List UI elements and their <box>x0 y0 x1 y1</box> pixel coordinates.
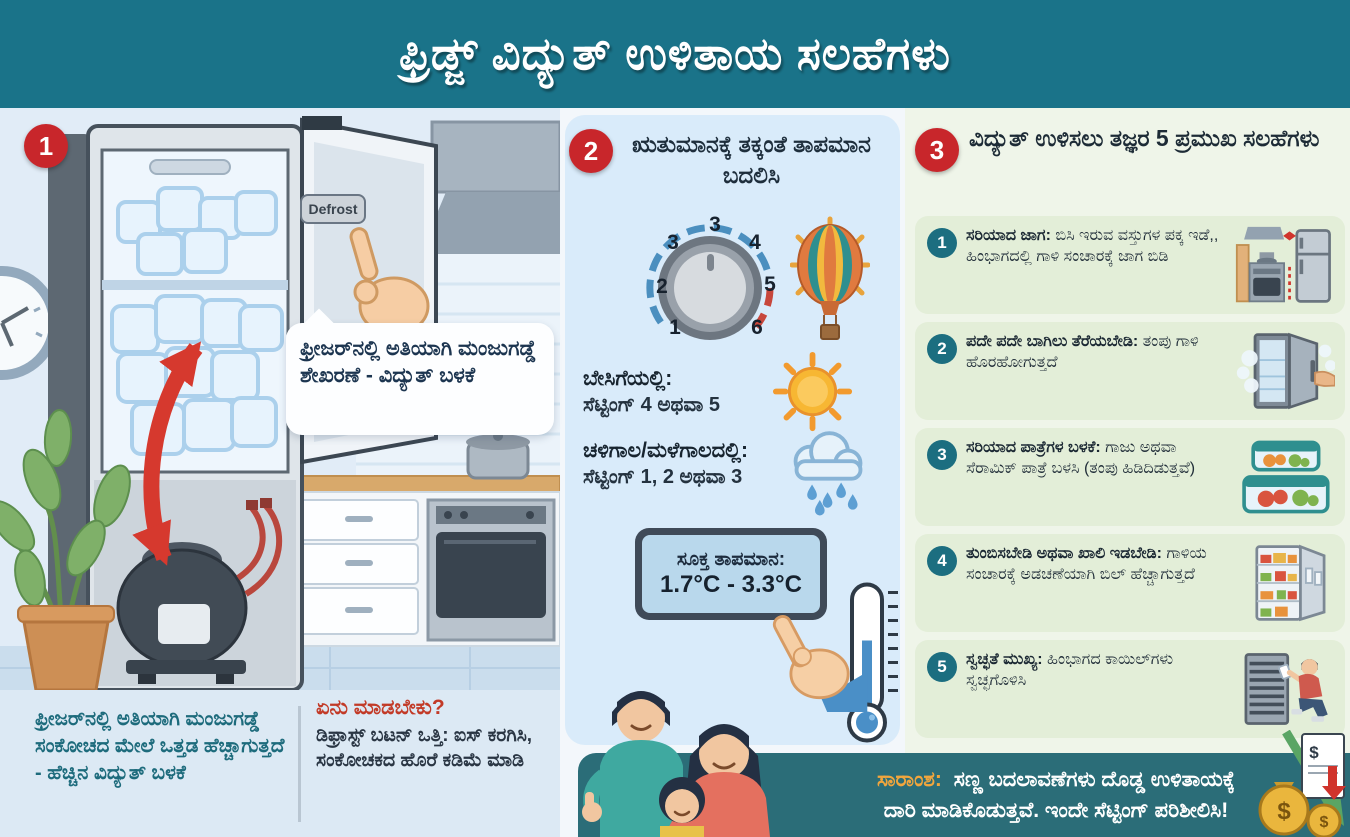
food-containers-icon <box>1242 440 1330 514</box>
ice-to-compressor-arrow-icon <box>132 341 203 566</box>
section-2-title: ಋತುಮಾನಕ್ಕೆ ತಕ್ಕಂತೆ ತಾಪಮಾನ ಬದಲಿಸಿ <box>632 131 871 189</box>
tip-clean-coils: 5 ಸ್ವಚ್ಛತೆ ಮುಖ್ಯ: ಹಿಂಭಾಗದ ಕಾಯಿಲ್‌ಗಳು ಸ್ವ… <box>915 640 1345 738</box>
sun-icon <box>772 351 853 432</box>
temperature-display: ಸೂಕ್ತ ತಾಪಮಾನ: 1.7°C - 3.3°C <box>635 528 827 620</box>
defrost-button: Defrost <box>300 194 366 224</box>
speech-bubble: ಫ್ರೀಜರ್‌ನಲ್ಲಿ ಅತಿಯಾಗಿ ಮಂಜುಗಡ್ಡೆ ಶೇಖರಣೆ -… <box>286 323 554 435</box>
action-note-text: ಡಿಫ್ರಾಸ್ಟ್ ಬಟನ್ ಒತ್ತಿ: ಐಸ್ ಕರಗಿಸಿ, ಸಂಕೋಚ… <box>316 725 533 771</box>
temperature-dial: 1 2 3 3 4 5 6 <box>565 210 900 375</box>
tip-text: ಸರಿಯಾದ ಜಾಗ: ಬಿಸಿ ಇರುವ ವಸ್ತುಗಳ ಪಕ್ಕ ಇಡೆ,,… <box>966 227 1219 265</box>
display-label: ಸೂಕ್ತ ತಾಪಮಾನ: <box>676 549 786 570</box>
header-banner: ಫ್ರಿಡ್ಜ್ ವಿದ್ಯುತ್ ಉಳಿತಾಯ ಸಲಹೆಗಳು <box>0 0 1350 108</box>
cleaning-coils-icon <box>1244 653 1328 725</box>
rain-cloud-icon <box>793 431 863 516</box>
tip-text: ಪದೇ ಪದೇ ಬಾಗಿಲು ತೆರೆಯಬೇಡಿ: ತಂಪು ಗಾಳಿ ಹೊರಹ… <box>966 333 1199 371</box>
tip-number: 4 <box>927 546 957 576</box>
dial-label-5: 5 <box>764 273 776 296</box>
pointing-hand-icon <box>772 614 868 712</box>
section-1-panel: 1 Defrost ಫ್ರೀಜರ್‌ನಲ್ಲಿ ಅತಿಯಾಗಿ ಮಂಜುಗಡ್ಡ… <box>0 108 560 837</box>
hot-air-balloon-icon <box>790 216 870 340</box>
dial-label-3a: 3 <box>667 231 679 254</box>
svg-text:$: $ <box>1277 798 1291 825</box>
dial-label-6: 6 <box>751 316 763 339</box>
problem-note: ಫ್ರೀಜರ್‌ನಲ್ಲಿ ಅತಿಯಾಗಿ ಮಂಜುಗಡ್ಡೆ ಸಂಕೋಚದ ಮ… <box>35 708 285 784</box>
compressor-icon <box>116 498 282 684</box>
summer-label: ಬೇಸಿಗೆಯಲ್ಲಿ: <box>583 367 673 390</box>
tip-right-place: 1 ಸರಿಯಾದ ಜಾಗ: ಬಿಸಿ ಇರುವ ವಸ್ತುಗಳ ಪಕ್ಕ ಇಡೆ… <box>915 216 1345 314</box>
action-note-title: ಏನು ಮಾಡಬೇಕು? <box>316 696 445 719</box>
step-1-badge: 1 <box>24 124 68 168</box>
winter-value: ಸೆಟ್ಟಿಂಗ್ 1, 2 ಅಥವಾ 3 <box>583 466 743 489</box>
ice-buildup-icon <box>110 186 284 456</box>
tip-door-opening: 2 ಪದೇ ಪದೇ ಬಾಗಿಲು ತೆರೆಯಬೇಡಿ: ತಂಪು ಗಾಳಿ ಹೊ… <box>915 322 1345 420</box>
dial-label-1: 1 <box>669 316 681 339</box>
plant-icon <box>0 409 131 690</box>
step-2-badge: 2 <box>569 129 613 173</box>
step-3-badge: 3 <box>915 128 959 172</box>
section-1-notes: ಫ್ರೀಜರ್‌ನಲ್ಲಿ ಅತಿಯಾಗಿ ಮಂಜುಗಡ್ಡೆ ಸಂಕೋಚದ ಮ… <box>0 690 560 837</box>
display-value: 1.7°C - 3.3°C <box>660 571 802 598</box>
divider <box>298 706 301 822</box>
tip-text: ತುಂಬಿಸಬೇಡಿ ಅಥವಾ ಖಾಲಿ ಇಡಬೇಡಿ: ಗಾಳಿಯ ಸಂಚಾರ… <box>966 545 1207 583</box>
summary-label: ಸಾರಾಂಶ: <box>876 767 942 791</box>
display-screen: ಸೂಕ್ತ ತಾಪಮಾನ: 1.7°C - 3.3°C <box>642 535 820 613</box>
tips-list: 1 ಸರಿಯಾದ ಜಾಗ: ಬಿಸಿ ಇರುವ ವಸ್ತುಗಳ ಪಕ್ಕ ಇಡೆ… <box>915 216 1345 746</box>
tip-text: ಸ್ವಚ್ಛತೆ ಮುಖ್ಯ: ಹಿಂಭಾಗದ ಕಾಯಿಲ್‌ಗಳು ಸ್ವಚ್… <box>966 651 1174 689</box>
summer-value: ಸೆಟ್ಟಿಂಗ್ 4 ಅಥವಾ 5 <box>583 394 720 417</box>
open-fridge-icon <box>1236 332 1335 410</box>
electricity-bill-icon: $ <box>1301 733 1346 800</box>
stocked-fridge-icon <box>1255 544 1326 622</box>
section-2-panel: 2 ಋತುಮಾನಕ್ಕೆ ತಕ್ಕಂತೆ ತಾಪಮಾನ ಬದಲಿಸಿ 1 2 3… <box>565 115 900 745</box>
summary-text: ಸಾರಾಂಶ: ಸಣ್ಣ ಬದಲಾವಣೆಗಳು ದೊಡ್ಡ ಉಳಿತಾಯಕ್ಕೆ… <box>876 767 1236 823</box>
tip-number: 1 <box>927 228 957 258</box>
winter-setting: ಚಳಿಗಾಲ/ಮಳೆಗಾಲದಲ್ಲಿ: ಸೆಟ್ಟಿಂಗ್ 1, 2 ಅಥವಾ … <box>583 437 798 491</box>
page-title: ಫ್ರಿಡ್ಜ್ ವಿದ್ಯುತ್ ಉಳಿತಾಯ ಸಲಹೆಗಳು <box>399 27 951 79</box>
tip-right-containers: 3 ಸರಿಯಾದ ಪಾತ್ರೆಗಳ ಬಳಕೆ: ಗಾಜು ಅಥವಾ ಸೆರಾಮಿ… <box>915 428 1345 526</box>
stove-and-fridge-icon <box>1235 226 1331 303</box>
winter-label: ಚಳಿಗಾಲ/ಮಳೆಗಾಲದಲ್ಲಿ: <box>583 439 749 462</box>
summer-setting: ಬೇಸಿಗೆಯಲ್ಲಿ: ಸೆಟ್ಟಿಂಗ್ 4 ಅಥವಾ 5 <box>583 365 788 419</box>
dial-knob-icon <box>646 224 774 340</box>
tip-number: 3 <box>927 440 957 470</box>
tip-dont-overfill: 4 ತುಂಬಿಸಬೇಡಿ ಅಥವಾ ಖಾಲಿ ಇಡಬೇಡಿ: ಗಾಳಿಯ ಸಂಚ… <box>915 534 1345 632</box>
tip-number: 2 <box>927 334 957 364</box>
dial-label-4: 4 <box>749 231 761 254</box>
section-3-title: ವಿದ್ಯುತ್ ಉಳಿಸಲು ತಜ್ಞರ 5 ಪ್ರಮುಖ ಸಲಹೆಗಳು <box>969 125 1320 151</box>
svg-text:$: $ <box>1320 814 1329 831</box>
dial-label-3b: 3 <box>709 213 721 236</box>
cooking-pot-icon <box>466 431 530 480</box>
dial-label-2: 2 <box>656 275 668 298</box>
section-3-panel: 3 ವಿದ್ಯುತ್ ಉಳಿಸಲು ತಜ್ಞರ 5 ಪ್ರಮುಖ ಸಲಹೆಗಳು… <box>905 108 1350 837</box>
family-icon <box>582 691 770 837</box>
money-bag-icon: $ $ <box>1258 782 1342 837</box>
svg-text:$: $ <box>1309 743 1319 762</box>
action-note: ಏನು ಮಾಡಬೇಕು? ಡಿಫ್ರಾಸ್ಟ್ ಬಟನ್ ಒತ್ತಿ: ಐಸ್ … <box>316 696 552 773</box>
money-savings-icon: $ $ $ <box>1258 730 1346 837</box>
tip-text: ಸರಿಯಾದ ಪಾತ್ರೆಗಳ ಬಳಕೆ: ಗಾಜು ಅಥವಾ ಸೆರಾಮಿಕ್… <box>966 439 1196 477</box>
tip-number: 5 <box>927 652 957 682</box>
